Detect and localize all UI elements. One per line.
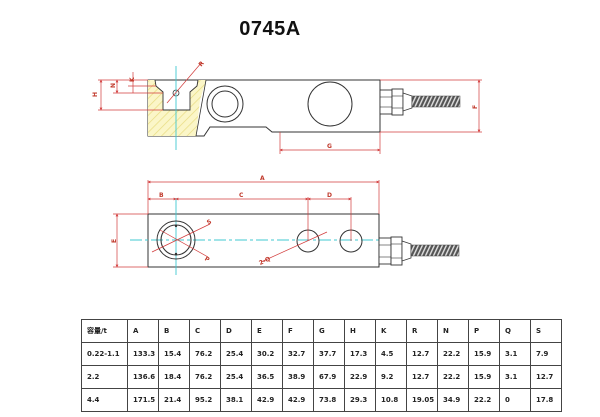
table-cell: 22.9 (344, 365, 376, 389)
top-cable-gland (401, 240, 412, 262)
table-header-cell: Q (499, 319, 531, 343)
dim-label-q: 2-Q (258, 256, 272, 267)
table-cell: 0.22-1.1 (81, 342, 128, 366)
dim-label-d: D (327, 192, 332, 199)
section-edge (195, 79, 207, 137)
table-cell: 17.3 (344, 342, 376, 366)
dim-label-b: B (159, 192, 164, 199)
table-cell: 2.2 (81, 365, 128, 389)
table-header-cell: K (375, 319, 407, 343)
top-cable (410, 244, 460, 257)
connector-nut-1 (379, 89, 393, 115)
model-title: 0745A (239, 18, 301, 40)
table-cell: 171.5 (127, 388, 159, 412)
table-header-cell: B (158, 319, 190, 343)
table-cell: 7.9 (530, 342, 562, 366)
table-cell: 15.9 (468, 365, 500, 389)
dim-label-s: S (206, 218, 213, 226)
top-connector-nut-1 (378, 237, 392, 265)
table-cell: 17.8 (530, 388, 562, 412)
table-cell: 12.7 (530, 365, 562, 389)
counterbore-pocket (154, 79, 199, 111)
table-header-cell: P (468, 319, 500, 343)
table-header-cell: E (251, 319, 283, 343)
dim-label-k: K (129, 77, 136, 82)
table-cell: 30.2 (251, 342, 283, 366)
table-cell: 10.8 (375, 388, 407, 412)
table-cell: 9.2 (375, 365, 407, 389)
top-view: S P 2-Q A B C D E (111, 175, 460, 275)
table-cell: 22.2 (437, 365, 469, 389)
table-cell: 0 (499, 388, 531, 412)
dim-label-c: C (239, 192, 244, 199)
cable-gland (402, 92, 413, 112)
table-cell: 4.4 (81, 388, 128, 412)
dim-label-r: R (197, 60, 206, 68)
table-cell: 22.2 (437, 342, 469, 366)
table-header-cell: F (282, 319, 314, 343)
table-cell: 76.2 (189, 365, 221, 389)
table-cell: 25.4 (220, 365, 252, 389)
table-header-cell: D (220, 319, 252, 343)
table-cell: 12.7 (406, 342, 438, 366)
table-cell: 133.3 (127, 342, 159, 366)
table-cell: 21.4 (158, 388, 190, 412)
dim-label-h: H (92, 92, 99, 97)
connector-nut-2 (391, 88, 404, 116)
top-mount-hole-outer (156, 220, 196, 260)
table-cell: 18.4 (158, 365, 190, 389)
table-cell: 38.1 (220, 388, 252, 412)
table-cell: 38.9 (282, 365, 314, 389)
table-cell: 4.5 (375, 342, 407, 366)
table-cell: 95.2 (189, 388, 221, 412)
table-header-cell: G (313, 319, 345, 343)
table-cell: 29.3 (344, 388, 376, 412)
side-view: H N K R F G (92, 60, 482, 154)
table-cell: 36.5 (251, 365, 283, 389)
table-header-cell: S (530, 319, 562, 343)
table-header-cell: N (437, 319, 469, 343)
load-cell-drawing: H N K R F G S P 2-Q (92, 60, 482, 275)
table-cell: 3.1 (499, 365, 531, 389)
top-connector-nut-2 (390, 236, 403, 266)
table-cell: 34.9 (437, 388, 469, 412)
table-header-cell: 容量/t (81, 319, 128, 343)
dim-label-n: N (110, 83, 117, 88)
dim-label-f: F (472, 105, 479, 109)
table-cell: 19.05 (406, 388, 438, 412)
mount-hole-inner (211, 90, 239, 118)
table-cell: 42.9 (282, 388, 314, 412)
dim-label-e: E (111, 239, 118, 243)
mount-hole-outer (206, 85, 244, 123)
table-cell: 42.9 (251, 388, 283, 412)
table-cell: 15.9 (468, 342, 500, 366)
table-cell: 22.2 (468, 388, 500, 412)
table-cell: 25.4 (220, 342, 252, 366)
table-cell: 37.7 (313, 342, 345, 366)
table-cell: 76.2 (189, 342, 221, 366)
dim-label-p: P (203, 255, 211, 264)
table-header-cell: H (344, 319, 376, 343)
table-cell: 3.1 (499, 342, 531, 366)
table-cell: 15.4 (158, 342, 190, 366)
dim-label-a: A (260, 175, 265, 182)
table-cell: 32.7 (282, 342, 314, 366)
table-cell: 12.7 (406, 365, 438, 389)
table-header-cell: A (127, 319, 159, 343)
cable (411, 95, 461, 108)
table-cell: 67.9 (313, 365, 345, 389)
load-hole (307, 81, 353, 127)
dim-label-g: G (327, 143, 332, 150)
table-cell: 136.6 (127, 365, 159, 389)
table-header-cell: C (189, 319, 221, 343)
table-cell: 73.8 (313, 388, 345, 412)
table-header-cell: R (406, 319, 438, 343)
